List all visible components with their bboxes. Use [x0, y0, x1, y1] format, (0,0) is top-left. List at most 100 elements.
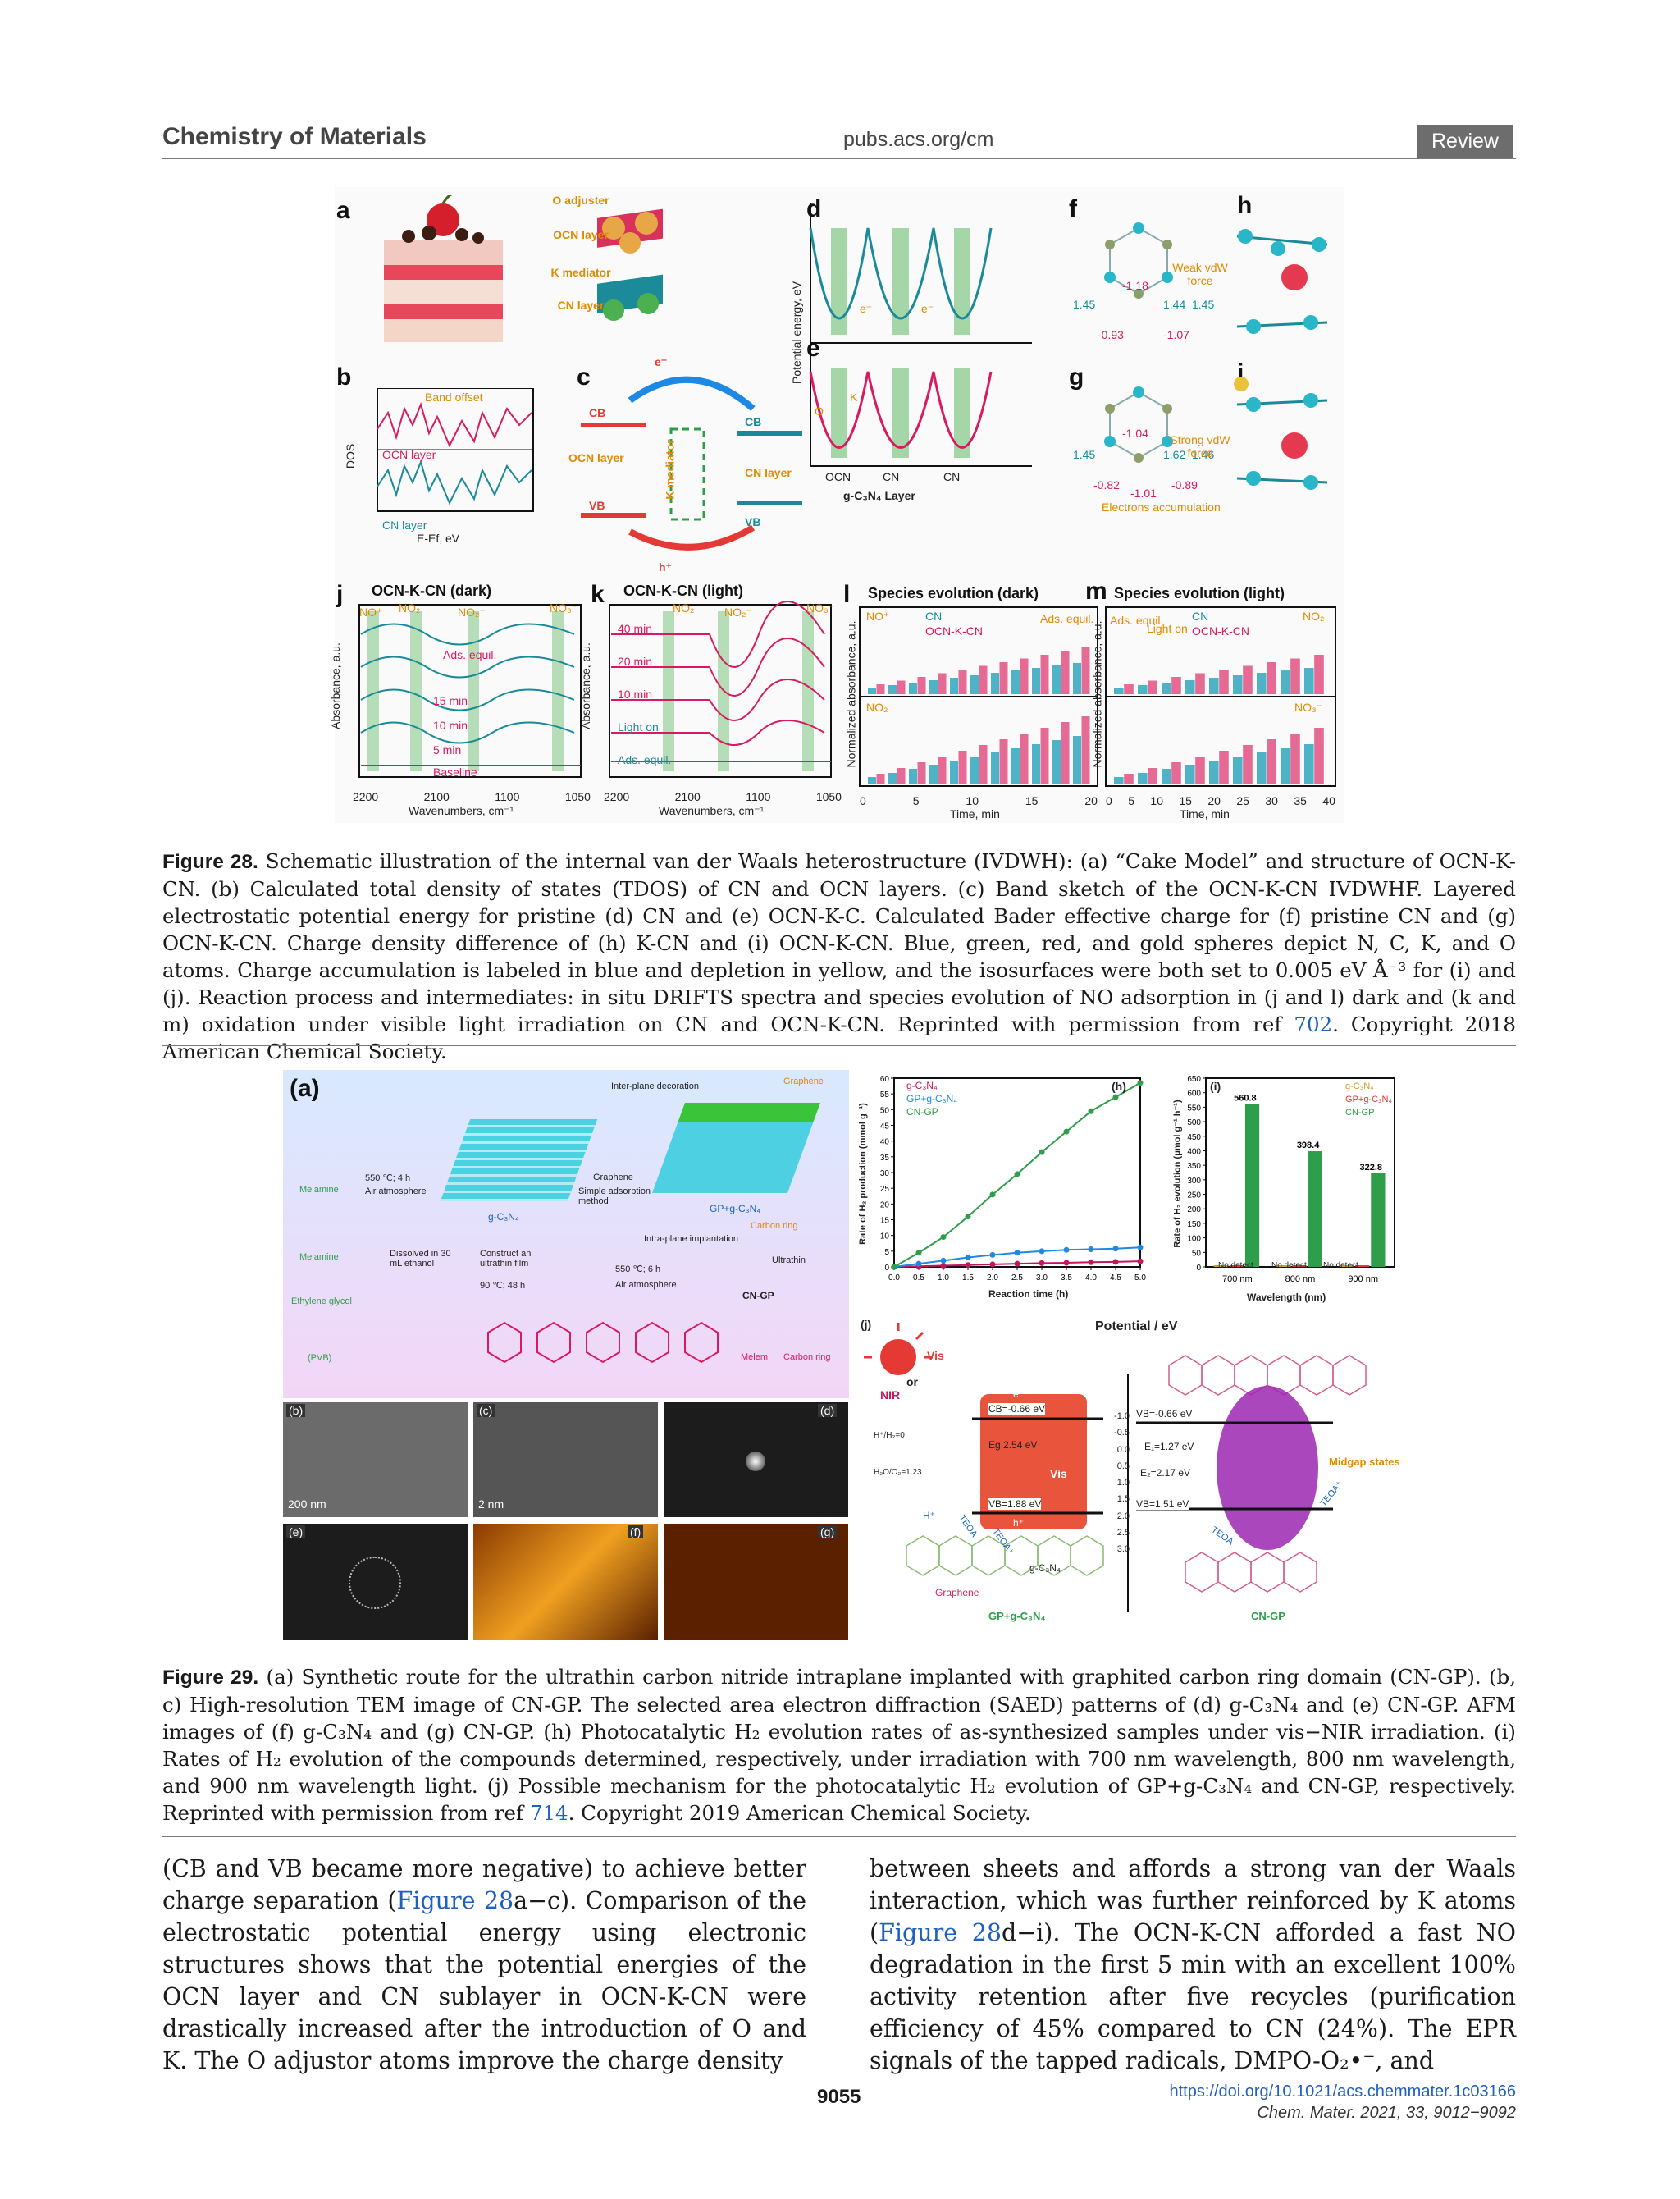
m-xtick: 15: [1179, 794, 1192, 807]
a-material-ethylene-glycol: Ethylene glycol: [291, 1296, 352, 1306]
figure-28-link-left[interactable]: Figure 28: [396, 1887, 514, 1914]
i-bar: [1339, 1265, 1354, 1267]
c-hole: h⁺: [659, 560, 672, 574]
k-xtick: 1050: [815, 790, 842, 803]
m-xtick: 30: [1265, 794, 1278, 807]
saed-rings: [349, 1557, 401, 1609]
c-electron: e⁻: [655, 355, 668, 368]
j-vb-left: VB=1.88 eV: [988, 1498, 1042, 1510]
h-ytick-label: 0: [884, 1264, 889, 1273]
i-ytick-label: 650: [1187, 1075, 1201, 1084]
c-ocn-layer: OCN layer: [568, 451, 624, 464]
h-ytick-label: 45: [880, 1122, 890, 1132]
f-charge-5: -0.93: [1098, 328, 1124, 341]
a-step-3: Graphene: [593, 1173, 633, 1182]
j-e2: E₂=2.17 eV: [1140, 1467, 1191, 1479]
m-light-on: Light on: [1147, 622, 1188, 635]
journal-site[interactable]: pubs.acs.org/cm: [843, 128, 994, 151]
j-graphene: Graphene: [935, 1587, 979, 1598]
h-data-point: [915, 1260, 922, 1267]
i-data-label: 322.8: [1359, 1163, 1382, 1173]
i-ytick-label: 400: [1187, 1147, 1201, 1156]
panel-label-m: m: [1085, 578, 1107, 605]
evolution-bar-ocn: [1267, 662, 1276, 694]
j-tick: 2.5: [1116, 1528, 1130, 1538]
saed-pattern-e: (e): [283, 1524, 468, 1640]
evolution-bar-ocn: [958, 670, 967, 694]
charge-density-structures: [1234, 229, 1328, 490]
i-xtick-label: 700 nm: [1222, 1274, 1253, 1284]
a-material-melamine-2: Melamine: [299, 1252, 339, 1262]
evolution-bar-cn: [1138, 773, 1148, 784]
k-label-2: 20 min: [618, 655, 653, 668]
species-evolution-dark-chart: [859, 606, 1098, 787]
l-xtick: 5: [912, 794, 920, 807]
tile-label-e: (e): [286, 1525, 306, 1538]
j-tick: -0.5: [1114, 1428, 1130, 1438]
doi-link[interactable]: https://doi.org/10.1021/acs.chemmater.1c…: [1169, 2082, 1517, 2101]
m-xtick: 10: [1150, 794, 1163, 807]
evolution-bar-cn: [950, 761, 958, 784]
h-data-point: [1112, 1246, 1119, 1252]
l-ylabel: Normalized absorbance, a.u.: [844, 620, 858, 768]
g-charge-2: 1.45: [1073, 448, 1096, 461]
h-data-point: [1014, 1171, 1020, 1177]
i-legend-2: GP+g-C₃N₄: [1345, 1095, 1392, 1104]
k-label-5: Ads. equil.: [618, 753, 672, 766]
band-sketch: [581, 376, 802, 551]
scale-bar-c: 2 nm: [478, 1497, 504, 1511]
panel-label-b: b: [336, 363, 352, 391]
melem-network-illustration: [487, 1321, 719, 1364]
k-label-1: 40 min: [618, 622, 653, 635]
e-label-k: K: [850, 391, 858, 404]
ref-702-link[interactable]: 702: [1294, 1013, 1333, 1036]
i-bar: [1229, 1265, 1244, 1267]
evolution-bar-cn: [1257, 673, 1267, 694]
j-cb-left: CB=-0.66 eV: [988, 1403, 1046, 1415]
j-label-4: 5 min: [433, 743, 462, 757]
j-species-no2: NO₂: [399, 601, 421, 615]
panel-label-a: a: [336, 197, 350, 224]
afm-image-f: (f): [473, 1524, 658, 1640]
i-xlabel: Wavelength (nm): [1247, 1292, 1326, 1303]
evolution-bar-cn: [970, 675, 979, 694]
j-ylabel: Absorbance, a.u.: [328, 642, 342, 729]
evolution-bar-ocn: [1081, 647, 1090, 694]
c-vb-right: VB: [745, 515, 761, 528]
body-left-text-1: (CB and VB became more negative) to achi…: [162, 1855, 806, 1914]
evolution-bar-ocn: [1040, 728, 1049, 784]
k-title: OCN-K-CN (light): [623, 583, 743, 599]
g-charge-4: 1.46: [1192, 448, 1215, 461]
panel-label-k: k: [591, 581, 605, 608]
m-note: Ads. equil.: [1110, 614, 1164, 627]
figure-28-link-right[interactable]: Figure 28: [879, 1919, 1002, 1946]
c-k-mediator: K mediator: [663, 439, 677, 500]
evolution-bar-cn: [1138, 685, 1148, 694]
evolution-bar-cn: [868, 688, 876, 694]
evolution-bar-cn: [929, 765, 938, 784]
f-charge-1: -1.18: [1122, 279, 1148, 292]
evolution-bar-cn: [1162, 769, 1171, 784]
evolution-bar-ocn: [1314, 728, 1324, 784]
a-label-o-adjuster: O adjuster: [552, 194, 609, 207]
h-ytick-label: 30: [880, 1169, 890, 1178]
c-cn-layer: CN layer: [745, 466, 792, 479]
h-legend-1: g-C₃N₄: [906, 1080, 938, 1091]
evolution-bar-ocn: [917, 677, 926, 694]
ref-714-link[interactable]: 714: [529, 1801, 568, 1825]
figure-29-caption-text: (a) Synthetic route for the ultrathin ca…: [162, 1665, 1516, 1825]
i-bar: [1213, 1265, 1228, 1267]
h-ytick-label: 35: [880, 1154, 890, 1163]
evolution-bar-ocn: [999, 662, 1008, 694]
h-data-point: [940, 1262, 947, 1269]
g-note: Electrons accumulation: [1102, 501, 1221, 514]
j-tick: 3.0: [1116, 1544, 1130, 1555]
m-xtick: 0: [1106, 794, 1112, 807]
evolution-bar-cn: [1011, 748, 1020, 784]
l-xtick: 10: [966, 794, 979, 807]
a-step-1: 550 ℃; 4 h: [365, 1173, 411, 1183]
j-tick: 1.5: [1116, 1494, 1130, 1505]
j-label-2: 15 min: [433, 694, 468, 707]
evolution-bar-ocn: [1148, 680, 1157, 694]
